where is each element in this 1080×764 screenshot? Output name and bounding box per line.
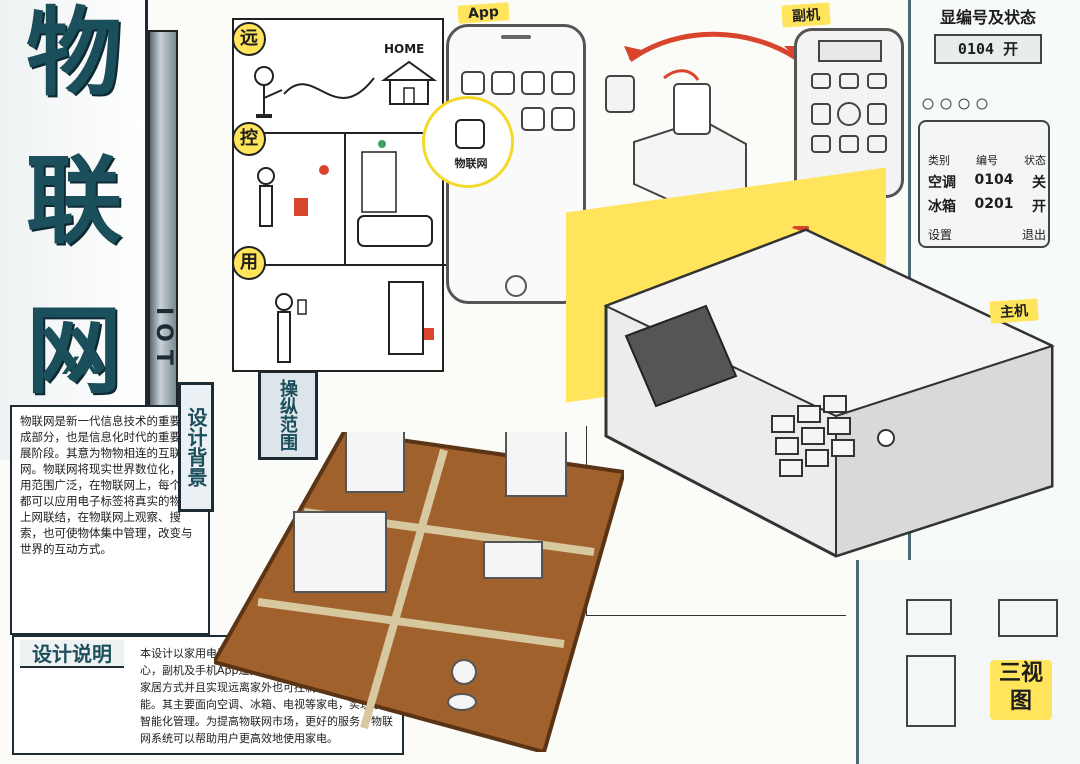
three-views-tag: 三视图 bbox=[990, 660, 1052, 720]
header-id: 编号 bbox=[976, 154, 998, 167]
row-category: 空调 bbox=[928, 175, 956, 191]
title-char-3: 网 bbox=[26, 294, 122, 407]
main-unit-sketch bbox=[586, 226, 1055, 616]
table-row: 空调 0104 关 bbox=[928, 172, 1046, 192]
app-icon bbox=[521, 107, 545, 131]
table-row: 冰箱 0201 开 bbox=[928, 196, 1046, 216]
operation-range-tag: 操纵范围 bbox=[258, 370, 318, 460]
table-header: 类别 编号 状态 bbox=[928, 152, 1046, 172]
iot-app-label: 物联网 bbox=[454, 157, 488, 170]
device-status-table: 类别 编号 状态 空调 0104 关 冰箱 0201 开 设置 退出 bbox=[918, 120, 1050, 248]
design-background-tag: 设计背景 bbox=[178, 382, 214, 512]
iot-label: IOT bbox=[151, 307, 176, 373]
remote-control-storyboard: HOME bbox=[232, 18, 446, 372]
step-use-circle: 用 bbox=[232, 246, 266, 280]
design-note-title: 设计说明 bbox=[20, 640, 124, 668]
status-lcd: 0104 开 bbox=[934, 34, 1042, 64]
title-char-1: 物 bbox=[26, 0, 122, 109]
app-icon bbox=[491, 71, 515, 95]
indicator-dots bbox=[920, 96, 1030, 110]
design-background-text: 物联网是新一代信息技术的重要组成部分，也是信息化时代的重要发展阶段。其意为物物相… bbox=[10, 405, 210, 635]
main-unit-tag: 主机 bbox=[989, 298, 1039, 324]
sub-unit-keypad bbox=[811, 73, 887, 153]
design-background-body: 物联网是新一代信息技术的重要组成部分，也是信息化时代的重要发展阶段。其意为物物相… bbox=[20, 414, 193, 556]
app-icon bbox=[551, 71, 575, 95]
status-title: 显编号及状态 bbox=[940, 8, 1037, 27]
iot-pillar bbox=[148, 30, 178, 430]
step-remote-circle: 远 bbox=[232, 22, 266, 56]
phone-home-button bbox=[505, 275, 527, 297]
phone-speaker bbox=[501, 35, 531, 39]
sub-unit-sketch bbox=[605, 31, 804, 204]
title-char-2: 联 bbox=[26, 144, 122, 257]
row-id: 0104 bbox=[974, 172, 1014, 188]
row-state: 关 bbox=[1032, 175, 1046, 191]
home-label: HOME bbox=[384, 42, 425, 56]
storyboard-divider bbox=[234, 264, 446, 266]
storyboard-divider bbox=[234, 132, 446, 134]
settings-button[interactable]: 设置 bbox=[928, 228, 953, 242]
title-column: 物 联 网 XX bbox=[0, 0, 148, 460]
row-category: 冰箱 bbox=[928, 199, 956, 215]
header-category: 类别 bbox=[928, 154, 950, 167]
step-control-circle: 控 bbox=[232, 122, 266, 156]
sub-unit-tag: 副机 bbox=[781, 2, 831, 28]
title-suffix: XX bbox=[61, 352, 99, 380]
three-views-sketch bbox=[906, 599, 1058, 727]
storyboard-sketch bbox=[254, 60, 438, 363]
app-icon bbox=[551, 107, 575, 131]
table-buttons: 设置 退出 bbox=[928, 226, 1046, 246]
app-icon bbox=[461, 71, 485, 95]
app-icon bbox=[521, 71, 545, 95]
exit-button[interactable]: 退出 bbox=[1021, 228, 1046, 242]
iot-app-icon bbox=[455, 119, 485, 149]
floor-plan-sketch bbox=[214, 432, 624, 752]
app-tag: App bbox=[457, 2, 510, 24]
row-id: 0201 bbox=[974, 196, 1014, 212]
header-state: 状态 bbox=[1024, 154, 1046, 167]
sub-unit-screen bbox=[818, 40, 882, 62]
storyboard-divider bbox=[344, 132, 346, 264]
row-state: 开 bbox=[1032, 199, 1046, 215]
iot-app-highlight: 物联网 bbox=[422, 96, 514, 188]
